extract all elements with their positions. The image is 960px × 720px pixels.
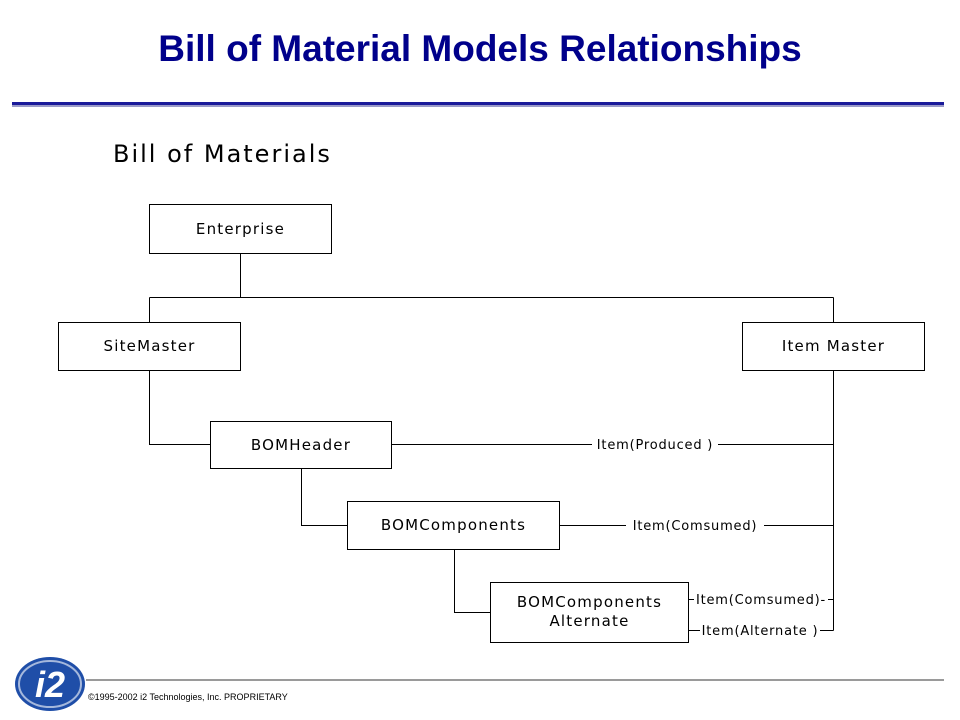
title-divider [12,102,944,105]
connector-sitemaster-bomheader [149,371,210,445]
connector-bomheader-bomcomponents [301,469,347,526]
diagram-heading: Bill of Materials [113,140,332,168]
node-sitemaster: SiteMaster [58,322,241,371]
relation-item-produced: Item(Produced ) [597,438,713,453]
node-enterprise: Enterprise [149,204,332,254]
node-bomcomponents: BOMComponents [347,501,560,550]
node-sitemaster-label: SiteMaster [103,337,195,355]
node-bomcomponents-label: BOMComponents [381,516,526,534]
relation-labels: Item(Produced ) Item(Comsumed) Item(Coms… [597,438,826,639]
logo-text: i2 [35,664,65,705]
node-bomcomponents-alternate-line1: BOMComponents [517,593,662,611]
relation-item-consumed-alternate: Item(Comsumed)- [696,593,826,608]
node-bomheader: BOMHeader [210,421,392,469]
footer-copyright: ©1995-2002 i2 Technologies, Inc. PROPRIE… [88,692,288,702]
node-enterprise-label: Enterprise [196,220,285,238]
i2-logo: i2 [15,657,85,711]
node-bomcomponents-alternate-line2: Alternate [549,612,629,630]
connector-bomcomponents-alternate [454,550,490,613]
relation-item-consumed: Item(Comsumed) [633,519,758,534]
relation-item-alternate: Item(Alternate ) [702,624,819,639]
page-title: Bill of Material Models Relationships [158,28,802,69]
node-bomcomponents-alternate: BOMComponents Alternate [490,582,689,643]
footer-divider [86,679,944,681]
node-itemmaster-label: Item Master [782,337,885,355]
node-itemmaster: Item Master [742,322,925,371]
connector-lines [149,254,834,631]
node-bomheader-label: BOMHeader [251,436,351,454]
